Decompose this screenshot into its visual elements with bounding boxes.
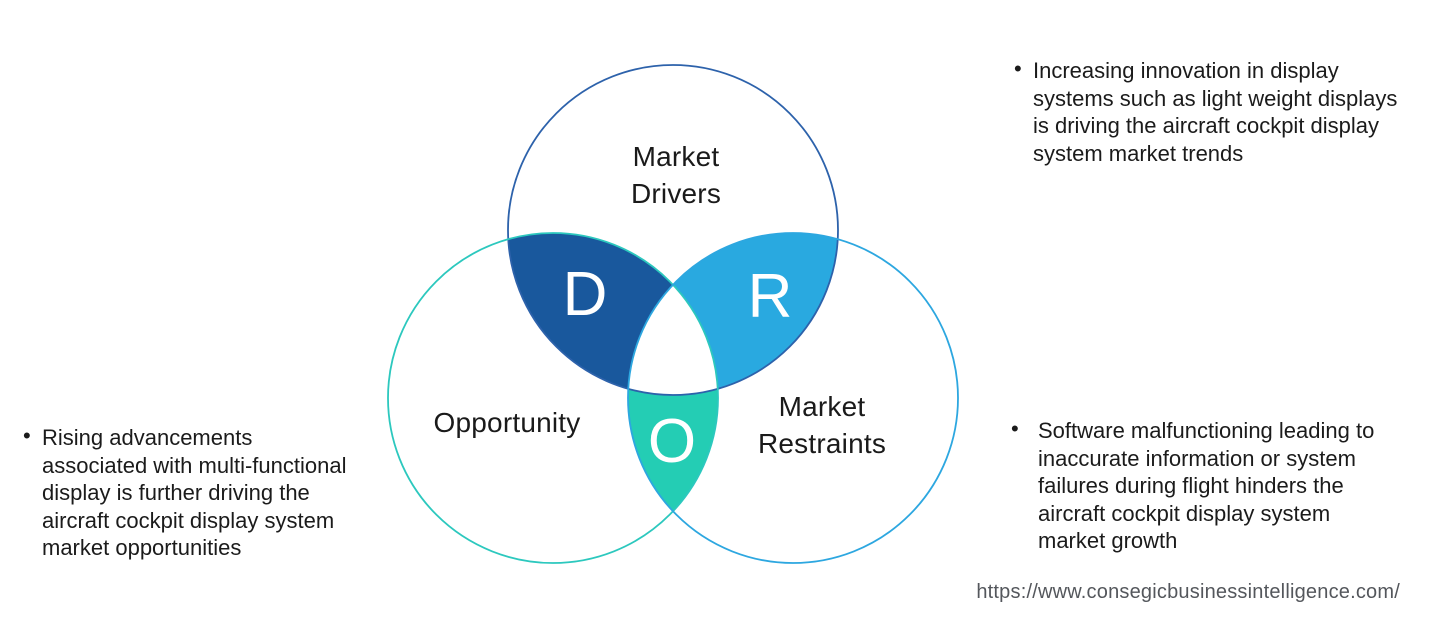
region-drivers-restraints: [628, 233, 838, 395]
circle-restraints: [627, 232, 959, 564]
drivers-letter: D: [562, 260, 608, 329]
restraints-letter: R: [747, 262, 793, 331]
restraints-label: Market Restraints: [757, 391, 887, 459]
bullet-marker: •: [23, 423, 31, 448]
opportunity-label: Opportunity: [433, 407, 581, 438]
bullet-marker: •: [1014, 56, 1022, 81]
drivers-label: Market Drivers: [630, 141, 722, 209]
opportunity-bullet-text: Rising advancements associated with mult…: [42, 425, 347, 560]
restraints-bullet: • Software malfunctioning leading to ina…: [1011, 416, 1441, 555]
drivers-bullet: • Increasing innovation in display syste…: [1014, 56, 1453, 167]
source-url: https://www.consegicbusinessintelligence…: [976, 581, 1400, 603]
opportunity-bullet: • Rising advancements associated with mu…: [23, 423, 423, 562]
restraints-bullet-text: Software malfunctioning leading to inacc…: [1038, 418, 1375, 553]
circle-drivers: [507, 64, 839, 396]
opportunity-letter: O: [647, 407, 697, 476]
drivers-bullet-text: Increasing innovation in display systems…: [1033, 58, 1398, 166]
bullet-marker: •: [1011, 416, 1019, 441]
region-drivers-opportunity: [508, 233, 718, 395]
circle-opportunity: [387, 232, 719, 564]
